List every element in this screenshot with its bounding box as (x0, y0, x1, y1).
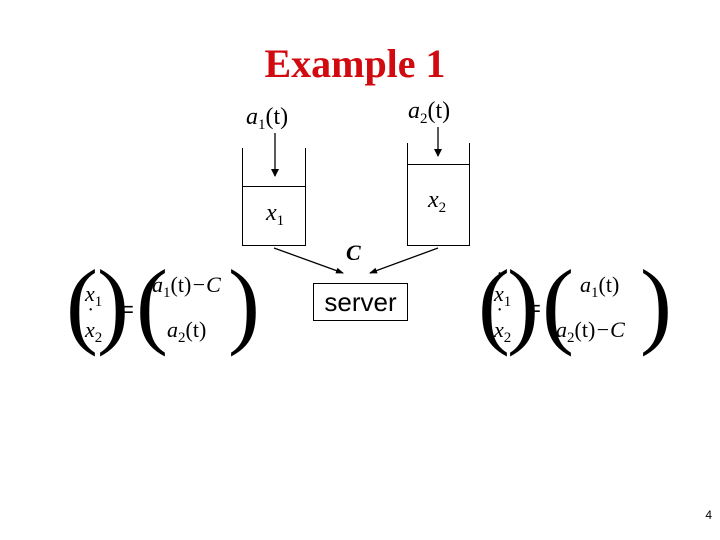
left-equals: = (121, 297, 134, 322)
right-lhs-row1: x1 (494, 281, 511, 311)
left-rhs-open-paren: ( (136, 250, 168, 357)
left-lhs-row1: x1 (85, 281, 102, 311)
page-number: 4 (705, 508, 712, 522)
right-rhs-open-paren: ( (542, 250, 574, 357)
right-lhs-row2: x2 (494, 317, 511, 347)
left-lhs-close-paren: ) (97, 250, 129, 357)
right-equals: = (528, 296, 541, 321)
right-rhs-close-paren: ) (640, 250, 672, 357)
left-rhs-close-paren: ) (228, 250, 260, 357)
right-rhs-row1: a1(t) (580, 272, 620, 301)
queue2-arrival-label: a2(t) (408, 98, 451, 127)
left-rhs-row1: a1(t)−C (152, 272, 221, 301)
server-box: server (313, 283, 408, 321)
left-rhs-row2: a2(t) (167, 317, 207, 346)
queue1-state-label: x1 (266, 200, 285, 229)
queue2-box (407, 143, 470, 246)
queue1-fill-line (243, 186, 305, 187)
queue1-box (242, 148, 306, 246)
right-rhs-row2: a2(t)−C (556, 317, 625, 346)
queue2-to-server-arrow (369, 247, 439, 274)
capacity-label: C (346, 240, 361, 265)
left-lhs-row2: x2 (85, 317, 102, 347)
right-lhs-close-paren: ) (507, 250, 539, 357)
queue1-to-server-arrow (273, 247, 344, 274)
queue1-arrival-label: a1(t) (246, 104, 289, 133)
queue2-state-label: x2 (428, 187, 447, 216)
slide-title: Example 1 (264, 41, 446, 86)
queue2-fill-line (408, 164, 469, 165)
